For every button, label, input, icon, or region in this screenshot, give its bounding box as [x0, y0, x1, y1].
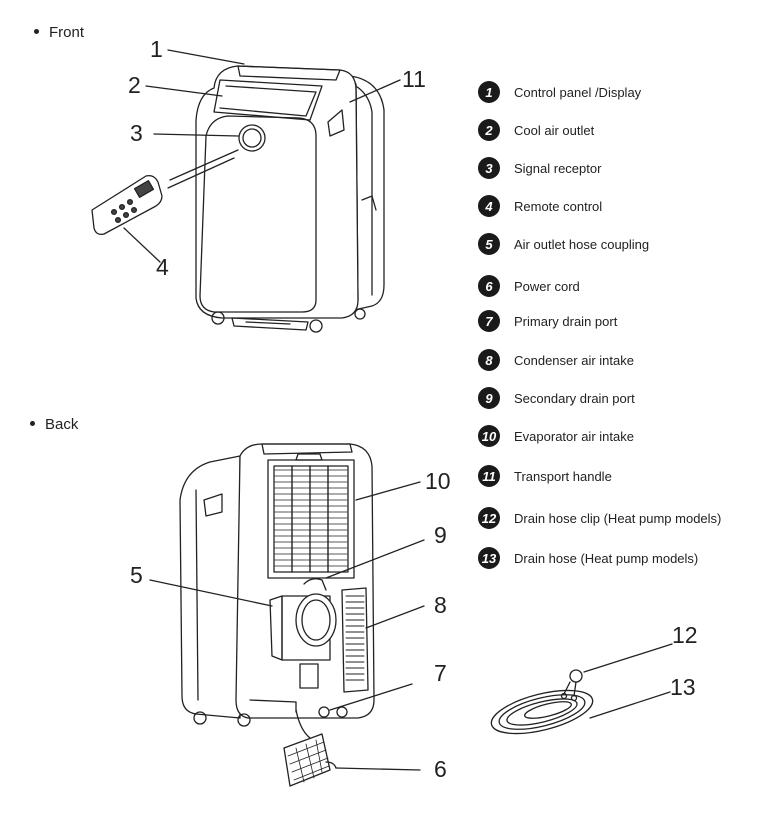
legend-item-6: 6 Power cord: [478, 272, 580, 300]
legend-number-badge: 9: [478, 387, 500, 409]
legend-number-badge: 13: [478, 547, 500, 569]
front-label-text: Front: [49, 24, 85, 41]
callout-10: 10: [425, 468, 451, 494]
callout-2: 2: [128, 72, 141, 98]
legend-label: Condenser air intake: [514, 352, 634, 368]
legend-item-2: 2 Cool air outlet: [478, 116, 594, 144]
bullet-icon: [30, 420, 35, 426]
drain-hose-illustration: [490, 643, 673, 735]
legend-label: Drain hose clip (Heat pump models): [514, 510, 722, 526]
legend-item-13: 13 Drain hose (Heat pump models): [478, 544, 698, 572]
legend-number-badge: 11: [478, 465, 500, 487]
legend-number-badge: 3: [478, 157, 500, 179]
legend-label: Secondary drain port: [514, 390, 635, 406]
legend-item-9: 9 Secondary drain port: [478, 384, 635, 412]
legend-label: Transport handle: [514, 468, 612, 484]
legend-item-10: 10 Evaporator air intake: [478, 422, 634, 450]
legend-item-8: 8 Condenser air intake: [478, 346, 634, 374]
legend-label: Air outlet hose coupling: [514, 236, 650, 252]
legend-label: Signal receptor: [514, 160, 602, 176]
legend-number-badge: 4: [478, 195, 500, 217]
legend-label: Control panel /Display: [514, 84, 642, 100]
legend-item-5: 5 Air outlet hose coupling: [478, 230, 649, 258]
legend-item-3: 3 Signal receptor: [478, 154, 601, 182]
back-section-label: Back: [30, 416, 78, 433]
legend-item-7: 7 Primary drain port: [478, 307, 617, 335]
legend-label: Power cord: [514, 278, 580, 294]
legend-label: Cool air outlet: [514, 122, 595, 138]
legend-number-badge: 10: [478, 425, 500, 447]
callout-6: 6: [434, 756, 447, 782]
callout-5: 5: [130, 562, 143, 588]
back-unit-illustration: [149, 443, 425, 787]
callout-9: 9: [434, 522, 447, 548]
callout-3: 3: [130, 120, 143, 146]
legend-item-1: 1 Control panel /Display: [478, 78, 641, 106]
legend-label: Evaporator air intake: [514, 428, 634, 444]
legend-label: Primary drain port: [514, 313, 618, 329]
front-section-label: Front: [34, 24, 84, 41]
legend-number-badge: 6: [478, 275, 500, 297]
front-unit-illustration: [123, 49, 401, 333]
callout-8: 8: [434, 592, 447, 618]
callout-7: 7: [434, 660, 447, 686]
callout-13: 13: [670, 674, 696, 700]
bullet-icon: [34, 28, 39, 34]
callout-1: 1: [150, 36, 163, 62]
legend-item-11: 11 Transport handle: [478, 462, 612, 490]
legend-number-badge: 12: [478, 507, 500, 529]
legend-number-badge: 8: [478, 349, 500, 371]
callout-11: 11: [402, 66, 426, 92]
back-label-text: Back: [45, 416, 79, 433]
legend-item-4: 4 Remote control: [478, 192, 602, 220]
legend-label: Remote control: [514, 198, 603, 214]
remote-control-illustration: [91, 174, 163, 236]
legend-number-badge: 1: [478, 81, 500, 103]
legend-number-badge: 5: [478, 233, 500, 255]
legend-number-badge: 2: [478, 119, 500, 141]
legend-label: Drain hose (Heat pump models): [514, 550, 699, 566]
callout-12: 12: [672, 622, 698, 648]
callout-4: 4: [156, 254, 169, 280]
legend-number-badge: 7: [478, 310, 500, 332]
legend-item-12: 12 Drain hose clip (Heat pump models): [478, 504, 721, 532]
